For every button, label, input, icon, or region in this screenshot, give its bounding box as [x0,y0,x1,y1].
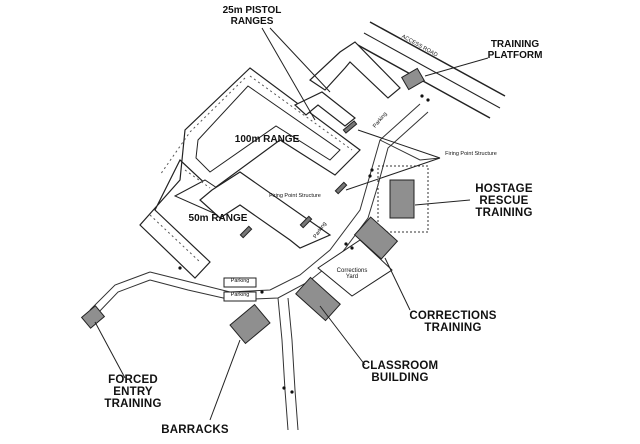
parking-box-1 [223,277,257,288]
people-markers [178,94,430,394]
label-corrections-yard: Corrections Yard [336,268,368,281]
corrections-building [353,216,399,260]
label-parking-2: Parking [230,292,250,298]
range-50m-berm [199,171,332,249]
label-pistol-ranges: 25m PISTOL RANGES [222,5,282,27]
forced-entry-building [80,305,106,329]
parking-box-2 [223,291,257,302]
firing-point-structures [239,120,358,239]
label-forced-entry: FORCED ENTRY TRAINING [104,374,162,411]
label-hostage-rescue: HOSTAGE RESCUE TRAINING [475,183,533,220]
label-corrections-training: CORRECTIONS TRAINING [409,310,497,335]
label-range-100m: 100m RANGE [234,134,300,145]
pistol-ranges [293,41,401,127]
label-training-platform: TRAINING PLATFORM [487,39,543,61]
pointer-lines [94,27,489,421]
label-firing-point-left: Firing Point Structure [269,193,321,199]
label-parking-1: Parking [230,278,250,284]
hostage-rescue-building [389,179,415,219]
label-classroom: CLASSROOM BUILDING [361,360,439,385]
label-range-50m: 50m RANGE [188,213,248,224]
range-100m-berm [139,67,361,279]
label-barracks: BARRACKS [161,424,229,436]
classroom-building [295,276,341,322]
corrections-yard [317,239,393,297]
barracks-building [229,303,271,345]
hostage-rescue-enclosure [377,165,429,233]
berm-dots [149,75,353,263]
training-platform-building [401,67,425,91]
label-firing-point-right: Firing Point Structure [445,151,497,157]
